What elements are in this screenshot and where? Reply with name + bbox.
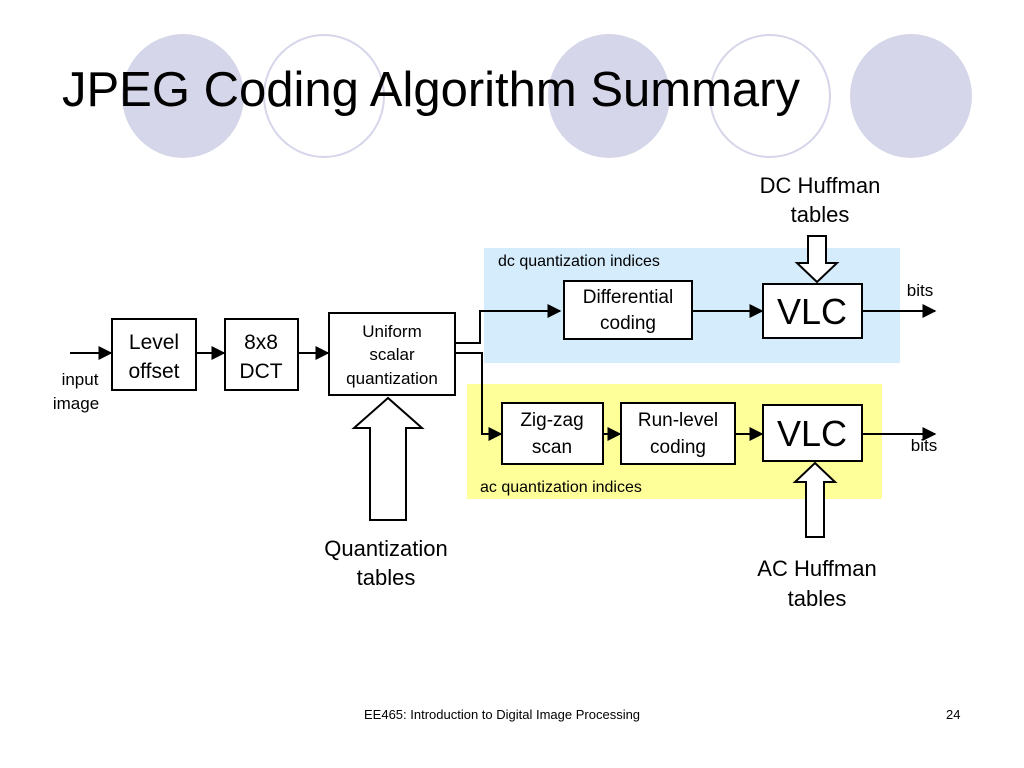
dct-label: DCT <box>239 360 282 383</box>
ac-path <box>455 352 503 441</box>
bits-dc-label: bits <box>907 281 933 300</box>
differential-label: Differential <box>583 287 673 308</box>
run-level-label: coding <box>650 437 706 458</box>
level-offset-block <box>111 318 197 391</box>
bits-ac-label: bits <box>911 436 937 455</box>
vlc-ac-block <box>762 404 863 462</box>
run-level-block <box>620 402 736 465</box>
quantizer-label: Uniform <box>362 322 422 341</box>
ac-huffman-arrow <box>792 461 838 538</box>
zigzag-label: scan <box>532 437 572 458</box>
input-label: input <box>62 370 99 389</box>
dc-huffman-label: DC Huffman <box>760 173 881 198</box>
ac-huffman-label: AC Huffman <box>757 556 876 581</box>
ac-huffman-label: tables <box>788 586 847 611</box>
ac-region-label: ac quantization indices <box>480 479 642 496</box>
zigzag-block <box>501 402 604 465</box>
dc-huffman-arrow <box>794 235 840 284</box>
quant-tables-label: Quantization <box>324 536 448 561</box>
dct-label: 8x8 <box>244 331 278 354</box>
quantizer-block <box>328 312 456 396</box>
differential-block <box>563 280 693 340</box>
dc-path <box>455 304 562 344</box>
decor-circle <box>548 34 670 158</box>
quantizer-label: quantization <box>346 369 438 388</box>
dc-huffman-label: tables <box>791 202 850 227</box>
dc-region-label: dc quantization indices <box>498 253 660 270</box>
run-level-label: Run-level <box>638 410 718 431</box>
page-number: 24 <box>946 707 961 722</box>
quantizer-label: scalar <box>369 345 415 364</box>
slide-footer: EE465: Introduction to Digital Image Pro… <box>364 707 641 722</box>
quant-tables-arrow <box>351 396 425 521</box>
decor-circle <box>122 34 244 158</box>
decor-circle <box>850 34 972 158</box>
decor-ring <box>263 34 385 158</box>
level-offset-label: Level <box>129 331 179 354</box>
dct-block <box>224 318 299 391</box>
vlc-dc-label: VLC <box>777 291 847 332</box>
slide-title: JPEG Coding Algorithm Summary <box>62 63 800 117</box>
vlc-ac-label: VLC <box>777 413 847 454</box>
differential-label: coding <box>600 313 656 334</box>
zigzag-label: Zig-zag <box>520 410 583 431</box>
input-label: image <box>53 394 99 413</box>
quant-tables-label: tables <box>357 565 416 590</box>
decor-ring <box>709 34 831 158</box>
level-offset-label: offset <box>129 360 180 383</box>
